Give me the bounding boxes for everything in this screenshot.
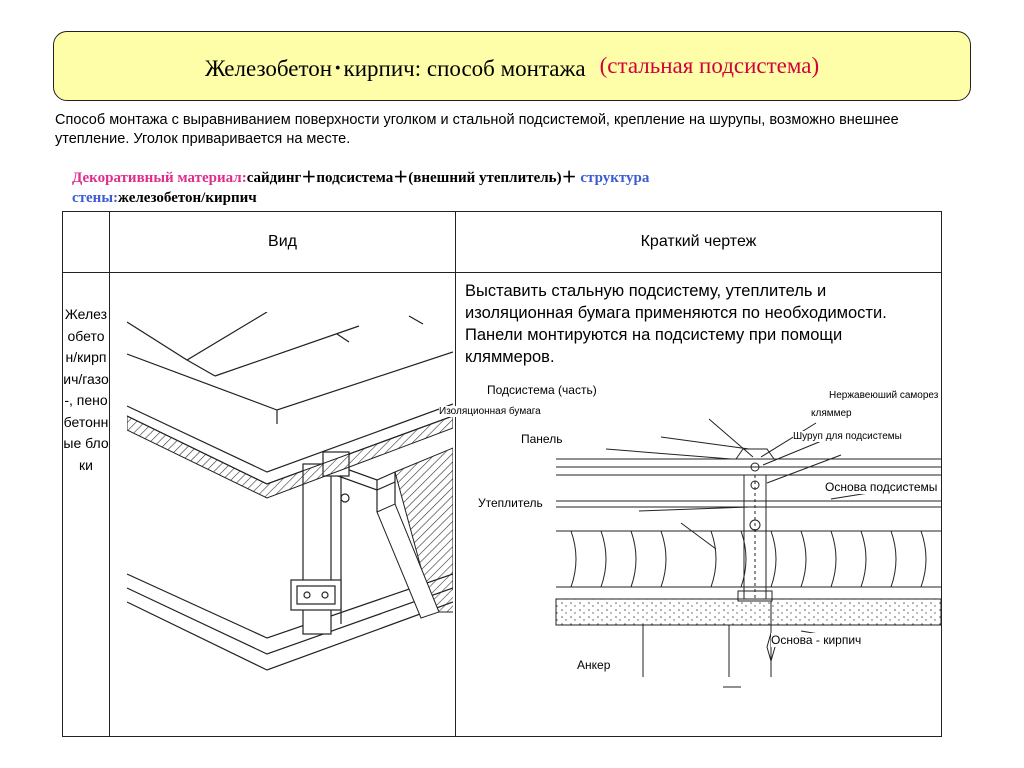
page-title-accent: (стальная подсистема) (599, 53, 820, 78)
table-divider (455, 212, 456, 736)
intro-text: Способ монтажа с выравниванием поверхнос… (55, 112, 899, 147)
decor-colon: : (241, 170, 247, 186)
label-stainless-screw: Нержавеюший саморез (829, 390, 939, 401)
structure-colon: : (113, 190, 119, 206)
page-title: Железобетон･кирпич: способ монтажа (204, 56, 586, 81)
structure-label-1: структура (580, 170, 650, 186)
row-description: Выставить стальную подсистему, утеплител… (465, 282, 887, 366)
isometric-view-illustration (127, 312, 453, 671)
structure-label-2: стены (72, 190, 114, 206)
decor-value: сайдинг＋подсистема＋(внешний утеплитель)＋ (246, 170, 577, 186)
materials-line: Декоративный материал:сайдинг＋подсистема… (72, 168, 892, 208)
table-divider (109, 212, 110, 736)
label-subsystem-screw: Шуруп для подсистемы (793, 431, 902, 442)
label-panel: Панель (521, 432, 563, 446)
label-base-brick: Основа - кирпич (771, 633, 862, 647)
title-banner: Железобетон･кирпич: способ монтажа (стал… (53, 31, 971, 101)
table-divider (63, 272, 941, 273)
row-label: Железобетон/кирпич/газо-, пенобетонные б… (63, 306, 109, 473)
structure-value: железобетон/кирпич (118, 190, 257, 206)
label-subsystem-part: Подсистема (часть) (487, 383, 597, 397)
label-subsystem-base: Основа подсистемы (825, 480, 938, 494)
decor-label: Декоративный материал (72, 170, 242, 186)
label-insulation: Утеплитель (478, 496, 543, 510)
info-table: Вид Краткий чертеж Железобетон/кирпич/га… (62, 211, 942, 737)
header-view: Вид (268, 233, 297, 250)
label-insulation-paper: Изоляционная бумага (439, 406, 541, 417)
label-clamp: кляммер (811, 408, 852, 419)
label-anchor: Анкер (577, 658, 611, 672)
header-drawing: Краткий чертеж (640, 233, 757, 250)
